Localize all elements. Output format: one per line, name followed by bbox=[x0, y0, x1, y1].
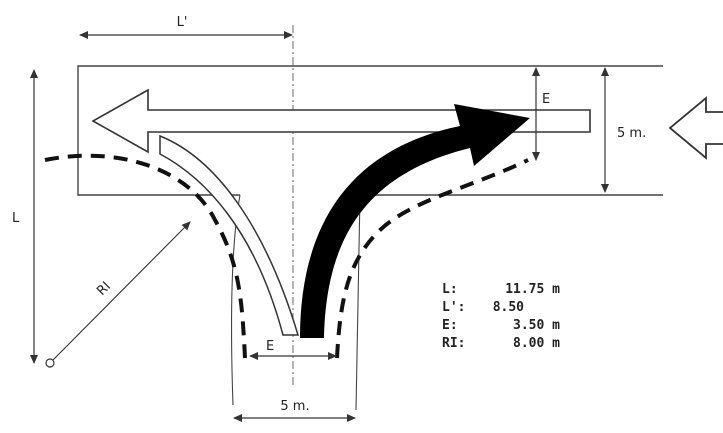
outline-turn-arrow bbox=[159, 134, 300, 336]
legend-key-2: E: bbox=[442, 318, 458, 333]
ri-radius-line bbox=[52, 221, 191, 361]
legend-key-0: L: bbox=[442, 282, 458, 297]
ri-label: RI bbox=[94, 279, 114, 299]
outline-straight-arrow bbox=[91, 88, 591, 154]
width-right-label: 5 m. bbox=[617, 126, 646, 141]
legend-value-1: 8.50 bbox=[493, 300, 524, 315]
legend-key-1: L': bbox=[442, 300, 465, 315]
ri-center-point bbox=[45, 358, 55, 368]
legend-value-0: 11.75 m bbox=[505, 282, 560, 297]
legend-value-2: 3.50 m bbox=[513, 318, 560, 333]
right-turn-radius-curve bbox=[335, 158, 529, 359]
legend-key-3: RI: bbox=[442, 336, 465, 351]
e-top-label: E bbox=[542, 92, 550, 107]
width-bottom-label: 5 m. bbox=[280, 399, 309, 414]
dimension-legend: L: 11.75 m L': 8.50 E: 3.50 m RI: 8.00 m bbox=[442, 282, 560, 351]
e-bottom-label: E bbox=[266, 339, 274, 354]
left-turn-radius-curve bbox=[44, 153, 247, 359]
l-label: L bbox=[12, 211, 20, 226]
l-prime-label: L' bbox=[177, 15, 188, 30]
incoming-hollow-arrow bbox=[668, 96, 723, 160]
stem-right-wall bbox=[355, 194, 361, 411]
road-outline-top bbox=[77, 65, 663, 196]
black-turn-arrow bbox=[300, 104, 530, 338]
legend-value-3: 8.00 m bbox=[513, 336, 560, 351]
